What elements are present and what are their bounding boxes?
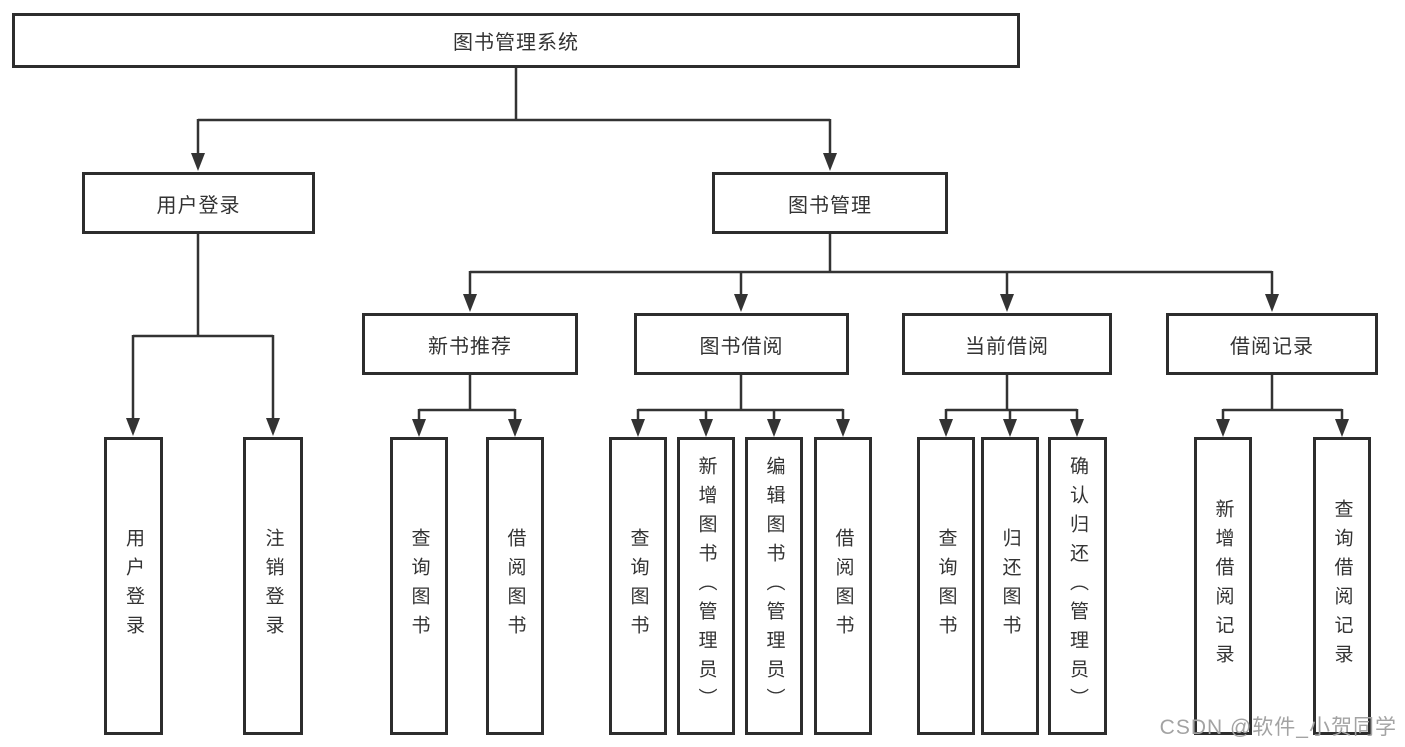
csdn-watermark: CSDN @软件_小贺同学 bbox=[1159, 716, 1397, 739]
node-current-borrowing: 当前借阅 bbox=[902, 313, 1112, 375]
node-borrow-books-recommend: 借阅图书 bbox=[486, 437, 544, 735]
node-query-books-recommend: 查询图书 bbox=[390, 437, 448, 735]
node-add-borrow-record: 新增借阅记录 bbox=[1194, 437, 1252, 735]
node-label: 查询图书 bbox=[408, 528, 430, 644]
node-library-management-system: 图书管理系统 bbox=[12, 13, 1020, 68]
node-label: 用户登录 bbox=[123, 528, 144, 644]
node-label: 编辑图书（管理员） bbox=[763, 455, 785, 717]
node-query-books-borrowing: 查询图书 bbox=[609, 437, 667, 735]
node-new-book-recommend: 新书推荐 bbox=[362, 313, 578, 375]
node-user-login-leaf: 用户登录 bbox=[104, 437, 163, 735]
node-label: 确认归还（管理员） bbox=[1067, 455, 1088, 717]
node-label: 借阅图书 bbox=[504, 528, 526, 644]
node-label: 借阅图书 bbox=[832, 528, 854, 644]
node-label: 查询图书 bbox=[935, 528, 957, 644]
node-label: 注销登录 bbox=[262, 528, 284, 644]
node-user-login: 用户登录 bbox=[82, 172, 315, 234]
node-label: 查询借阅记录 bbox=[1331, 499, 1353, 673]
node-query-books-current: 查询图书 bbox=[917, 437, 975, 735]
arrow-down-icons bbox=[126, 153, 1349, 437]
node-label: 新增借阅记录 bbox=[1212, 499, 1234, 673]
node-borrowing-records: 借阅记录 bbox=[1166, 313, 1378, 375]
node-add-book-admin: 新增图书（管理员） bbox=[677, 437, 735, 735]
node-query-borrow-record: 查询借阅记录 bbox=[1313, 437, 1371, 735]
node-label: 新增图书（管理员） bbox=[695, 455, 717, 717]
node-confirm-return-admin: 确认归还（管理员） bbox=[1048, 437, 1107, 735]
node-label: 查询图书 bbox=[627, 528, 649, 644]
node-book-borrowing: 图书借阅 bbox=[634, 313, 849, 375]
node-edit-book-admin: 编辑图书（管理员） bbox=[745, 437, 803, 735]
node-return-book: 归还图书 bbox=[981, 437, 1039, 735]
node-label: 归还图书 bbox=[999, 528, 1021, 644]
node-logout: 注销登录 bbox=[243, 437, 303, 735]
node-book-management: 图书管理 bbox=[712, 172, 948, 234]
node-borrow-book: 借阅图书 bbox=[814, 437, 872, 735]
